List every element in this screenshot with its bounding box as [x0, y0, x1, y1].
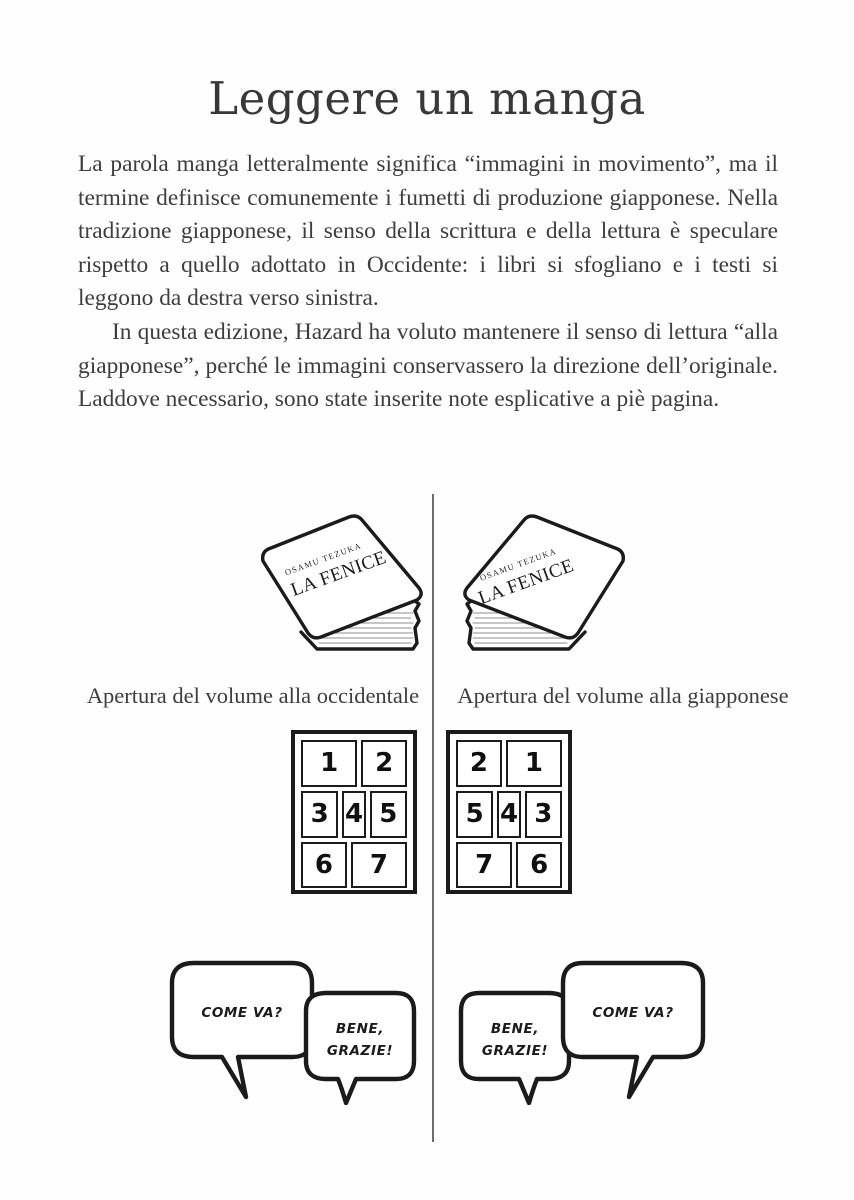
- panel: 5: [456, 790, 494, 838]
- balloon-text: GRAZIE!: [482, 1043, 548, 1059]
- panel: 4: [497, 790, 521, 838]
- balloon-text: GRAZIE!: [327, 1043, 393, 1059]
- balloon-text: BENE,: [491, 1021, 539, 1037]
- panel-grid-western: 1 2 3 4 5 6 7: [291, 730, 417, 894]
- panel: 6: [301, 841, 347, 889]
- balloon-question-right: COME VA?: [560, 960, 706, 1100]
- panel: 6: [516, 841, 562, 889]
- panel: 2: [361, 740, 407, 787]
- panel: 5: [369, 790, 407, 838]
- balloon-text: COME VA?: [201, 1005, 282, 1021]
- panel: 4: [342, 790, 366, 838]
- panel: 2: [456, 740, 502, 787]
- panel-row: 5 4 3: [456, 790, 562, 838]
- balloon-text: BENE,: [336, 1021, 384, 1037]
- panel: 7: [456, 841, 513, 889]
- body-text: La parola manga letteralmente significa …: [78, 148, 778, 417]
- page-title: Leggere un manga: [208, 72, 646, 125]
- balloon-answer-right: BENE, GRAZIE!: [458, 990, 572, 1105]
- paragraph-2: In questa edizione, Hazard ha voluto man…: [78, 318, 778, 413]
- panel: 3: [301, 790, 339, 838]
- panel-row: 7 6: [456, 841, 562, 889]
- paragraph-1: La parola manga letteralmente significa …: [78, 151, 778, 312]
- speech-balloons-japanese: BENE, GRAZIE! COME VA?: [455, 945, 715, 1105]
- panel-row: 1 2: [301, 740, 407, 787]
- book-illustration-western: OSAMU TEZUKA LA FENICE: [243, 503, 443, 673]
- speech-balloons-western: COME VA? BENE, GRAZIE!: [160, 945, 420, 1105]
- balloon-text: COME VA?: [592, 1005, 673, 1021]
- caption-western: Apertura del volume alla occidentale: [86, 683, 420, 708]
- panel: 3: [524, 790, 562, 838]
- panel: 1: [505, 740, 562, 787]
- panel: 7: [350, 841, 407, 889]
- panel-row: 3 4 5: [301, 790, 407, 838]
- balloon-question-left: COME VA?: [169, 960, 315, 1100]
- column-divider: [432, 494, 434, 1142]
- panel-grid-japanese: 2 1 5 4 3 7 6: [446, 730, 572, 894]
- balloon-answer-left: BENE, GRAZIE!: [303, 990, 417, 1105]
- book-illustration-japanese: OSAMU TEZUKA LA FENICE: [443, 503, 643, 673]
- panel-row: 2 1: [456, 740, 562, 787]
- panel-row: 6 7: [301, 841, 407, 889]
- caption-japanese: Apertura del volume alla giapponese: [457, 683, 789, 708]
- panel: 1: [301, 740, 358, 787]
